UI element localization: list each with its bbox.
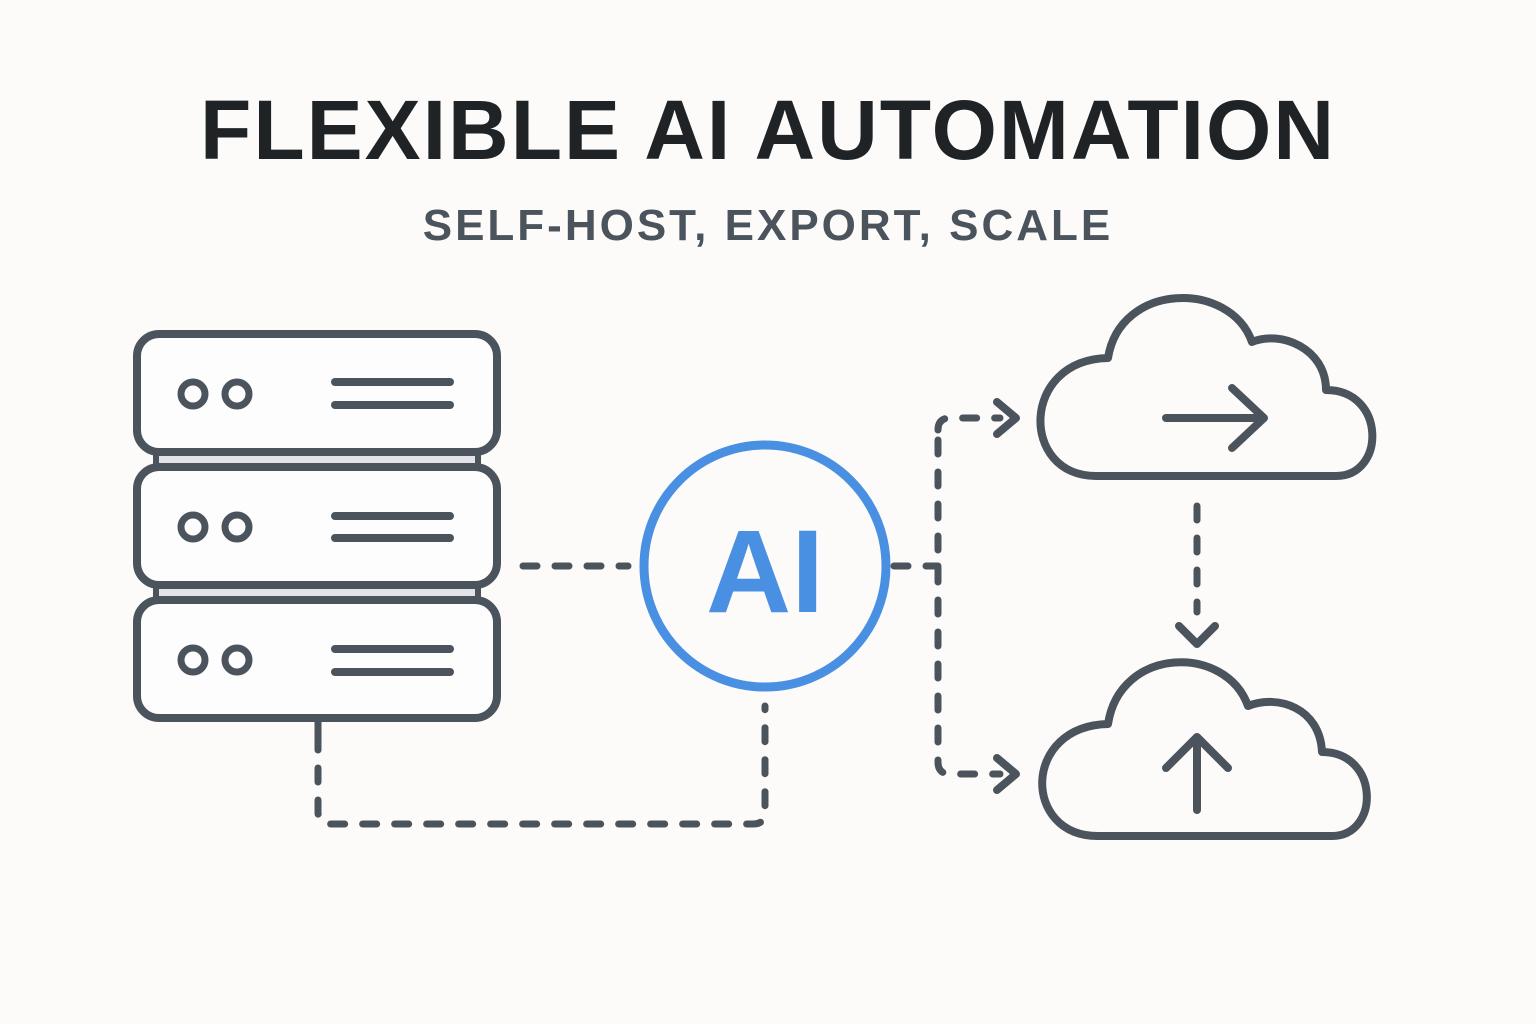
arrow-right-head (1228, 384, 1268, 452)
status-light-icon (177, 511, 209, 543)
status-light-icon (177, 378, 209, 410)
ai-label: AI (706, 506, 824, 638)
status-light-icon (221, 378, 253, 410)
arrowhead-icon (993, 754, 1020, 794)
arrow-up-head (1162, 733, 1232, 772)
connector-branch-to-cloud-export (934, 414, 1004, 434)
cloud-arrow-up-icon (1038, 658, 1371, 840)
ai-hub: AI (639, 440, 891, 692)
server-unit (133, 463, 501, 589)
arrowhead-icon (1175, 622, 1219, 648)
cloud-arrow-right-icon (1036, 294, 1377, 480)
server-unit (133, 596, 501, 722)
arrowhead-icon (993, 398, 1020, 438)
status-light-icon (221, 511, 253, 543)
server-unit (133, 330, 501, 456)
connector-server-loop-to-ai (314, 702, 769, 828)
connector-branch-to-cloud-upload (934, 436, 1004, 778)
ai-circle-icon (639, 440, 891, 692)
server-stack-icon (133, 330, 501, 754)
status-light-icon (221, 644, 253, 676)
page-title: FLEXIBLE AI AUTOMATION (200, 83, 1336, 177)
page-subtitle: SELF-HOST, EXPORT, SCALE (422, 201, 1114, 250)
status-light-icon (177, 644, 209, 676)
